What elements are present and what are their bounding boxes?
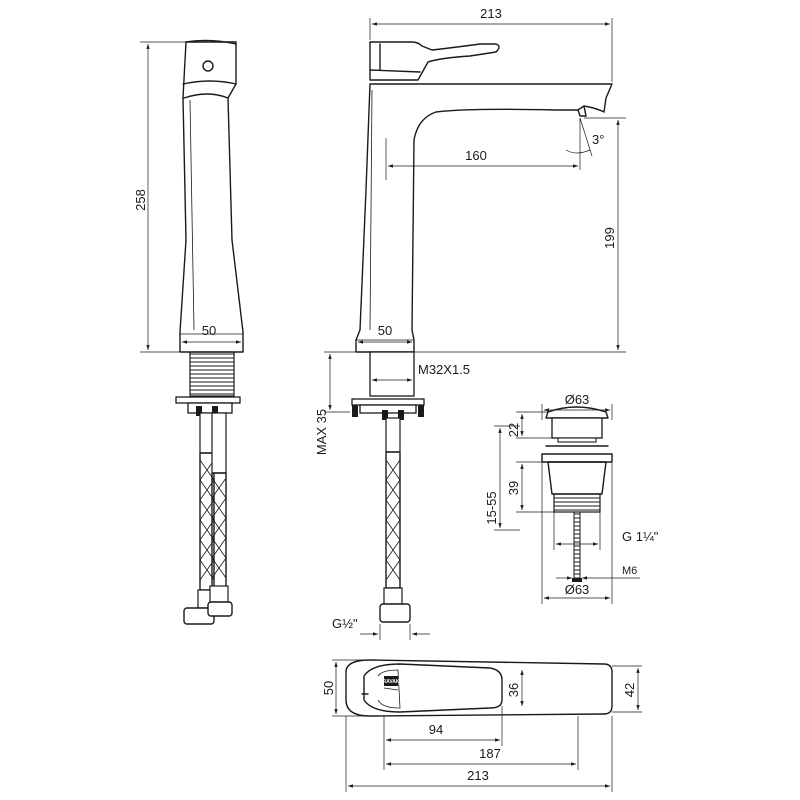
top-width-label: 50	[321, 681, 336, 695]
waste-cap-height-label: 22	[506, 423, 521, 437]
top-spout-width-label: 42	[622, 683, 637, 697]
side-view: 258 50	[133, 39, 244, 625]
waste-top-diameter-label: Ø63	[565, 392, 590, 407]
front-hose	[379, 417, 411, 623]
front-reach-label: 160	[465, 148, 487, 163]
front-stud-mid-right	[398, 410, 404, 420]
waste-thread-label: G 1¼"	[622, 529, 659, 544]
front-width-label: 213	[480, 6, 502, 21]
waste-rod	[573, 511, 581, 581]
side-body-ridge	[189, 99, 195, 331]
front-angle-label: 3°	[592, 132, 604, 147]
waste-body-height-label: 39	[506, 481, 521, 495]
front-base-width-label: 50	[378, 323, 392, 338]
waste-range-label: 15-55	[484, 491, 499, 524]
front-shank	[369, 351, 415, 397]
top-view: RAVAK 50 36 42 94 187 213	[321, 659, 642, 792]
front-lever-base	[369, 69, 421, 73]
front-hose-thread-label: G½"	[332, 616, 358, 631]
side-nut	[187, 402, 233, 414]
front-thread-label: M32X1.5	[418, 362, 470, 377]
waste-cap	[545, 406, 609, 419]
front-stud-right	[418, 405, 424, 417]
front-lever	[369, 41, 500, 81]
waste-rod-nut	[572, 578, 582, 582]
brand-logo	[384, 676, 398, 686]
waste-bottom-diameter-label: Ø63	[565, 582, 590, 597]
brand-logo-text: RAVAK	[382, 679, 399, 685]
top-spout-length-label: 187	[479, 746, 501, 761]
side-lever-curve	[182, 80, 237, 85]
waste-rod-label: M6	[622, 565, 637, 577]
top-lever-length-label: 94	[429, 722, 443, 737]
side-hose-right	[207, 412, 233, 617]
front-body-spout	[355, 83, 613, 353]
waste-view: Ø63 22 39 15-55 G 1¼" M6 Ø63	[484, 392, 659, 604]
front-max-label: MAX 35	[314, 409, 329, 455]
front-body-ridge	[369, 89, 373, 331]
waste-flange-inner	[557, 437, 597, 443]
front-aerator	[577, 105, 587, 117]
front-angle-arc	[565, 149, 591, 154]
top-overall-length-label: 213	[467, 768, 489, 783]
front-angle-line	[579, 117, 593, 157]
front-spout-height-label: 199	[602, 227, 617, 249]
waste-body	[547, 461, 607, 495]
side-lever-hole	[202, 60, 214, 72]
side-stud-right	[212, 406, 218, 416]
front-stud-mid-left	[382, 410, 388, 420]
side-lever-top	[185, 39, 237, 45]
top-lever-outline	[363, 663, 503, 713]
top-spout-outline	[345, 659, 613, 717]
waste-thread-section	[553, 493, 601, 513]
side-height-label: 258	[133, 189, 148, 211]
brand-logo-line	[383, 687, 399, 691]
waste-collar	[541, 453, 613, 463]
top-lever-inner	[377, 669, 401, 709]
side-mounting-plate	[175, 396, 241, 404]
front-mounting-plate	[351, 398, 425, 406]
waste-flange	[551, 417, 603, 439]
side-threaded-shank	[189, 351, 235, 397]
side-base-width-label: 50	[202, 323, 216, 338]
front-stud-left	[352, 405, 358, 417]
side-lever-curve-2	[183, 93, 229, 99]
front-view: 213 160 3° 199 50 M32X1.5 MAX 35	[314, 6, 626, 640]
side-stud-left	[196, 406, 202, 416]
top-lever-width-label: 36	[506, 683, 521, 697]
side-body-outline	[179, 41, 244, 353]
